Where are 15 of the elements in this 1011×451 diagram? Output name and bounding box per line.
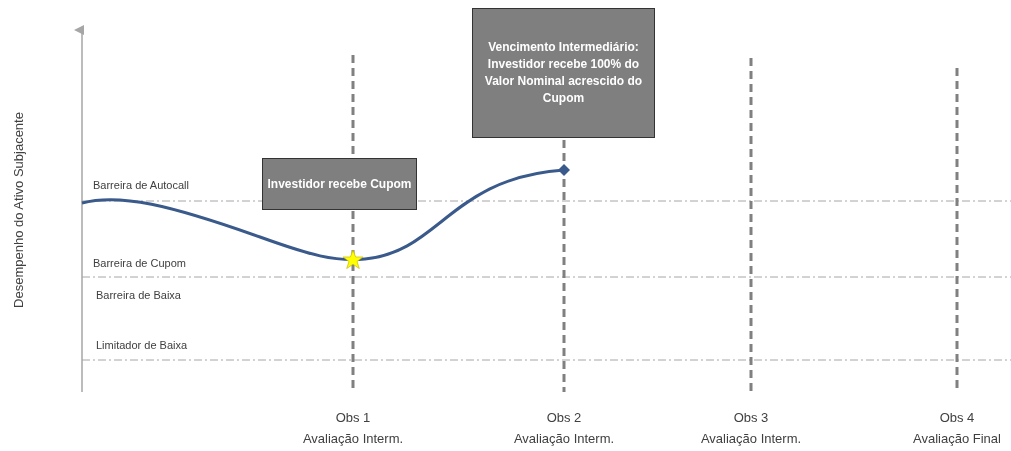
observation-label: Obs 1 xyxy=(335,410,371,425)
observation-caption: Avaliação Interm. xyxy=(513,431,615,446)
observation-caption: Avaliação Interm. xyxy=(700,431,802,446)
observation-label: Obs 4 xyxy=(939,410,975,425)
barrier-label: Barreira de Baixa xyxy=(96,289,181,301)
observation-label: Obs 3 xyxy=(733,410,769,425)
barrier-label: Barreira de Autocall xyxy=(93,179,189,191)
barrier-label: Barreira de Cupom xyxy=(93,257,186,269)
observation-caption: Avaliação Interm. xyxy=(302,431,404,446)
observation-label: Obs 2 xyxy=(546,410,582,425)
callout-box: Vencimento Intermediário: Investidor recebe 100% do Valor Nominal acrescido do Cupom xyxy=(472,8,655,138)
axis-title: Desempenho do Ativo Subjacente xyxy=(10,112,26,308)
barrier-label: Limitador de Baixa xyxy=(96,339,188,351)
callout-box: Investidor recebe Cupom xyxy=(262,158,417,210)
observation-caption: Avaliação Final xyxy=(913,431,1001,446)
